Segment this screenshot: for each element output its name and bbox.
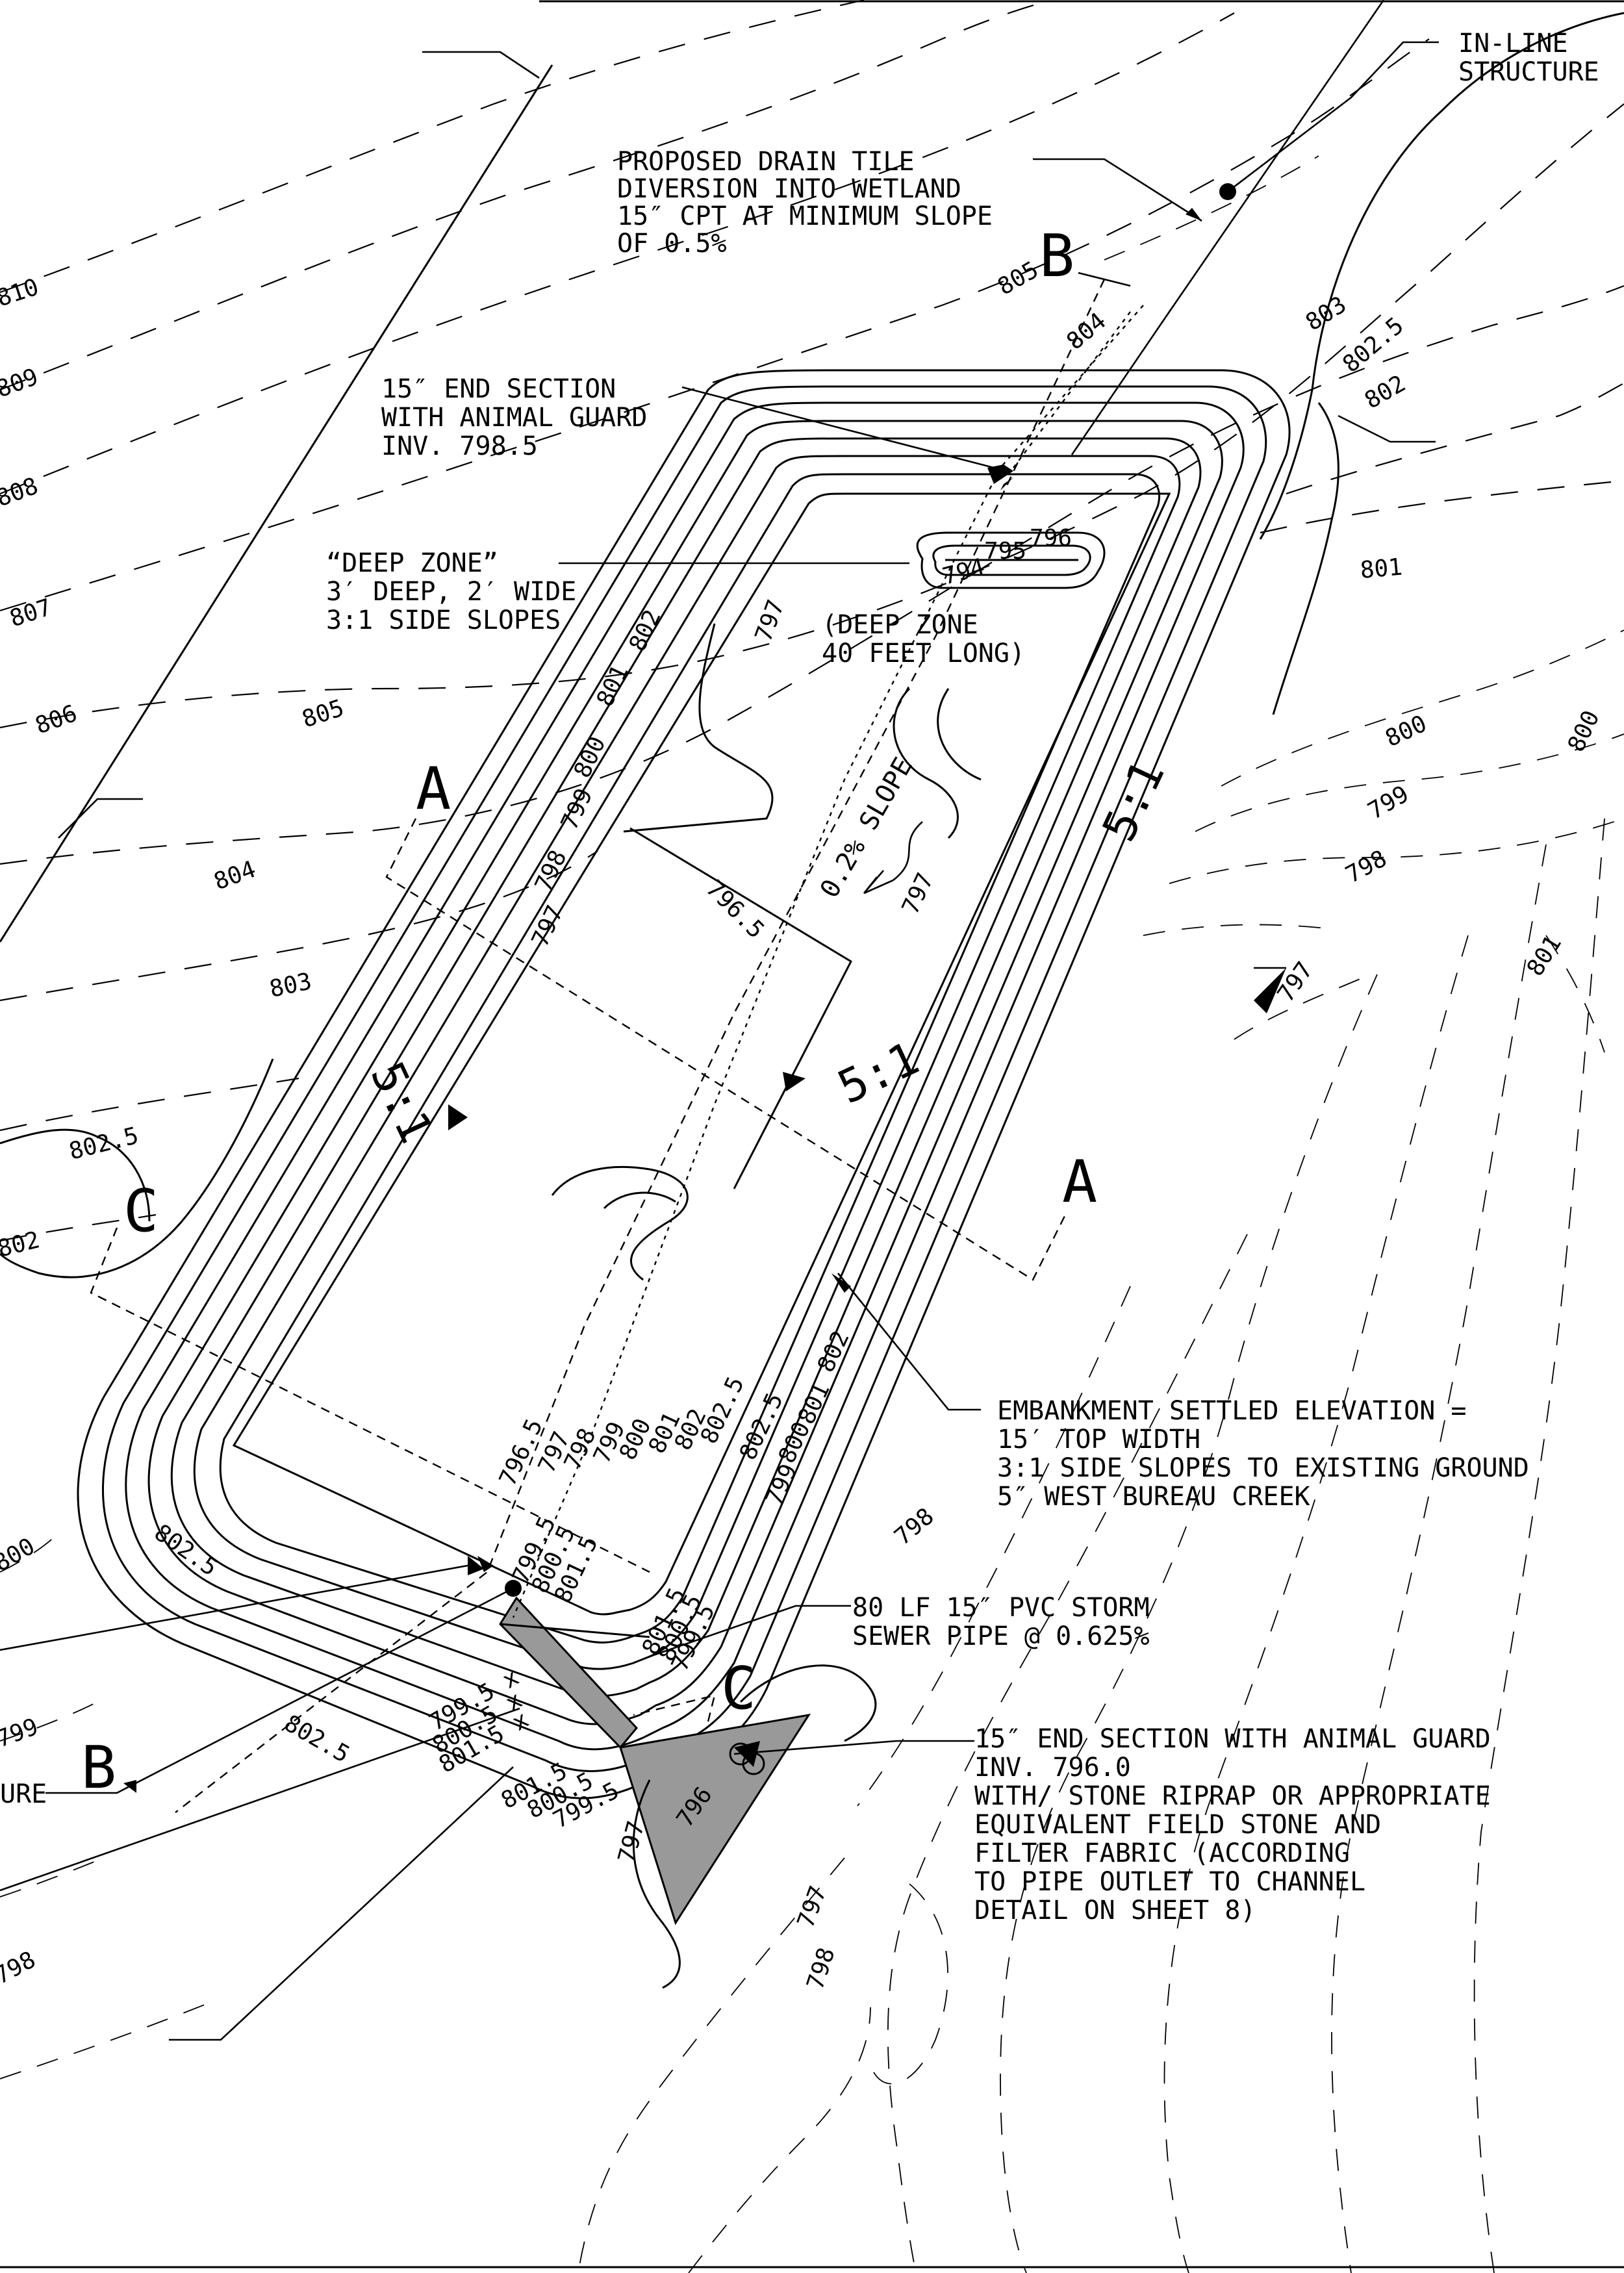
contour-label: 799 <box>0 1714 42 1753</box>
contour-label: 798 <box>1341 845 1391 889</box>
note-storm-pipe: 80 LF 15″ PVC STORM SEWER PIPE @ 0.625% <box>852 1593 1165 1651</box>
end-section-symbol <box>729 1741 765 1775</box>
contour-label: 802.5 <box>66 1123 141 1165</box>
contour-label: 802 <box>813 1327 855 1377</box>
contour-label: 797 <box>750 596 790 645</box>
solid-contours <box>0 12 1624 1278</box>
note-end-section-bottom: 15″ END SECTION WITH ANIMAL GUARD INV. 7… <box>974 1724 1506 1925</box>
note-embankment: EMBANKMENT SETTLED ELEVATION = 15′ TOP W… <box>997 1396 1545 1512</box>
section-b-bottom: B <box>81 1734 116 1802</box>
contour-label: 797 <box>897 869 939 919</box>
riprap-apron <box>619 1713 811 1925</box>
note-inline-structure: IN-LINE STRUCTURE <box>1458 29 1599 87</box>
section-cut-lines <box>90 279 1106 1813</box>
contour-label: 802.5 <box>696 1373 750 1448</box>
note-end-section-top: 15″ END SECTION WITH ANIMAL GUARD INV. 7… <box>381 374 663 461</box>
note-structure-fragment: URE <box>0 1779 47 1809</box>
contour-label: 798 <box>0 1946 40 1990</box>
contour-label: 798 <box>802 1944 841 1993</box>
outlet-apron <box>499 1596 877 1989</box>
contour-label: 800 <box>0 1533 40 1577</box>
contour-label: 802 <box>624 606 666 655</box>
storm-pipe-trench <box>499 1596 638 1749</box>
contour-label: 807 <box>6 594 55 632</box>
contour-label: 805 <box>993 257 1043 301</box>
pipes <box>512 305 1144 1618</box>
pond-grading <box>77 369 1291 1799</box>
contour-label: 805 <box>299 694 348 733</box>
section-a-right: A <box>1062 1148 1097 1216</box>
contour-label: 806 <box>32 700 81 740</box>
contour-label: 800 <box>569 733 611 782</box>
contour-label: 809 <box>0 364 42 403</box>
slope-ratio-right: 5:1 <box>1092 752 1175 849</box>
note-deep-zone-length: (DEEP ZONE 40 FEET LONG) <box>822 610 1025 668</box>
contour-label: 801 <box>1522 931 1567 981</box>
note-slope: 0.2% SLOPE <box>815 752 919 903</box>
contour-label: 802 <box>0 1226 42 1263</box>
contour-label: 801 <box>793 1379 835 1429</box>
contour-label: 802.5 <box>280 1710 354 1768</box>
pond-contour-labels: 796 795 794 797 802 801 800 799 798 797 … <box>149 525 1072 1866</box>
slope-ratio-left: 5:1 <box>361 1054 444 1151</box>
contour-label: 797 <box>793 1883 832 1931</box>
section-labels: A A B B C C <box>81 222 1097 1802</box>
note-deep-zone: “DEEP ZONE” 3′ DEEP, 2′ WIDE 3:1 SIDE SL… <box>326 548 592 635</box>
contour-label: 800 <box>1563 707 1605 756</box>
contour-label: 803 <box>1301 291 1351 336</box>
contour-label: 796.5 <box>701 875 770 944</box>
contour-label: 797 <box>527 902 569 951</box>
contour-label: 798 <box>530 846 572 896</box>
section-c-left: C <box>123 1177 159 1245</box>
contour-label: 804 <box>210 856 259 896</box>
notes: IN-LINE STRUCTURE PROPOSED DRAIN TILE DI… <box>0 29 1599 1925</box>
contour-label: 796 <box>1030 525 1072 552</box>
leader-lines <box>0 41 1439 2041</box>
contour-label: 800 <box>1381 711 1430 753</box>
contour-label: 795 <box>984 538 1026 565</box>
contour-label: 803 <box>267 968 314 1003</box>
contour-label: 808 <box>0 473 42 513</box>
contour-label: 801 <box>1359 553 1403 584</box>
contour-label: 799 <box>1364 781 1414 825</box>
section-c-right: C <box>721 1655 756 1723</box>
slope-ratio-center: 5:1 <box>830 1032 927 1115</box>
contour-label: 798 <box>889 1503 939 1551</box>
contour-label: 804 <box>1061 308 1111 355</box>
contour-label: 801 <box>592 661 634 711</box>
contour-label: 810 <box>0 273 42 312</box>
slope-arrow-icon <box>863 821 923 895</box>
section-b-top: B <box>1039 222 1074 290</box>
note-drain-tile: PROPOSED DRAIN TILE DIVERSION INTO WETLA… <box>617 147 1008 259</box>
section-a-left: A <box>416 755 451 823</box>
contour-label: 802 <box>1360 370 1410 414</box>
boundary-lines <box>0 0 1436 943</box>
contour-label: 797 <box>613 1818 650 1866</box>
contour-label: 799 <box>761 1460 803 1510</box>
